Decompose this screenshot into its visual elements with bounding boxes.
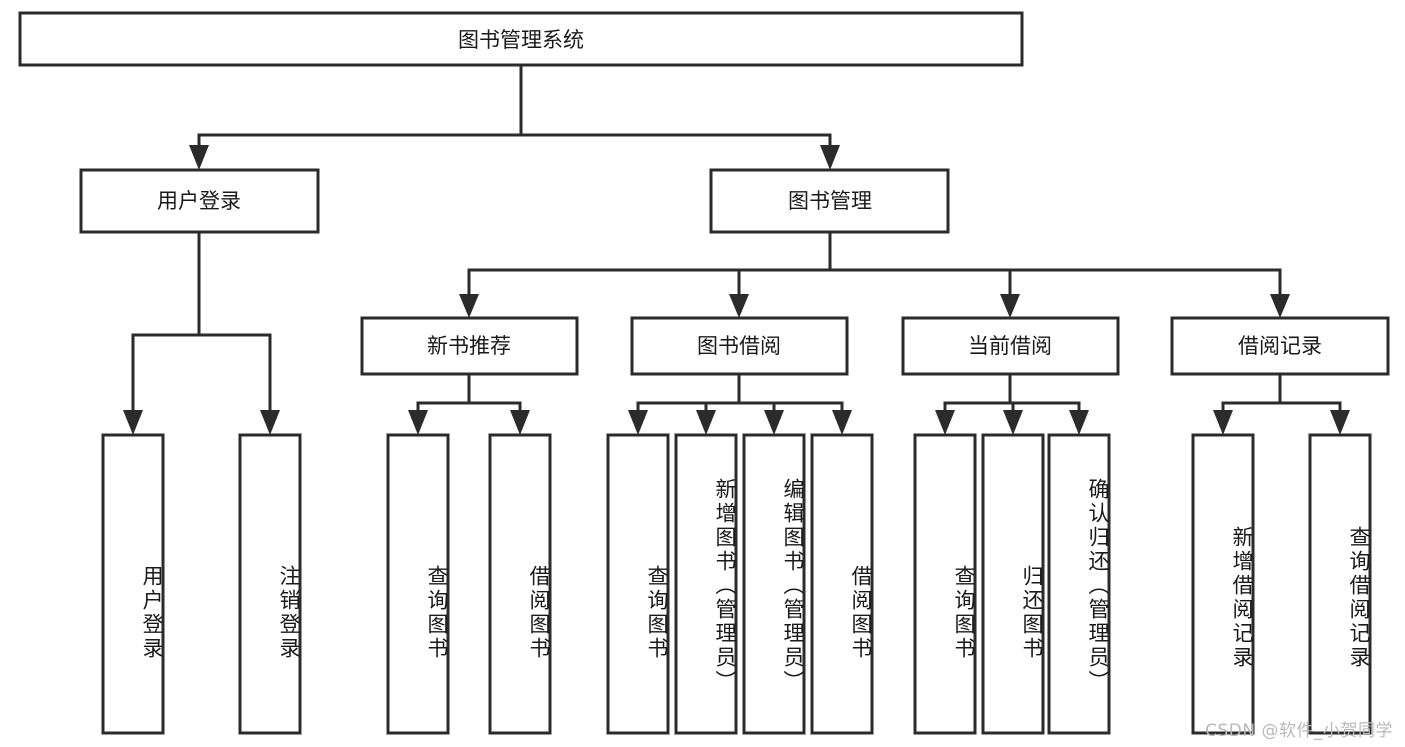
arrow-head-leaf-cb-1	[935, 410, 955, 435]
arrow-head-book-borrow	[729, 294, 749, 318]
leaf-box-cb-2[interactable]	[981, 433, 1045, 735]
arrow-head-leaf-nbr-2	[510, 410, 530, 435]
leaf-box-user-login-1[interactable]	[101, 433, 165, 735]
leaf-boxes-borrow-record	[1191, 433, 1372, 735]
node-new-book-recommend-box[interactable]	[360, 316, 579, 376]
node-current-borrow-box[interactable]	[901, 316, 1120, 376]
arrow-head-leaf-user-login-1	[123, 410, 143, 435]
node-borrow-record-box[interactable]	[1170, 316, 1390, 376]
arrow-head-leaf-bb-1	[628, 410, 648, 435]
leaf-box-bb-4[interactable]	[810, 433, 874, 735]
leaf-boxes-book-borrow	[606, 433, 874, 735]
connector-group-borrow-record	[1213, 372, 1350, 435]
node-new-book-recommend-label: 新书推荐	[427, 334, 511, 358]
node-book-manage[interactable]: 图书管理	[709, 168, 950, 234]
node-user-login-box[interactable]	[79, 168, 320, 234]
arrow-head-borrow-record	[1270, 294, 1290, 318]
arrow-head-user-login	[189, 145, 209, 170]
leaf-box-user-login-2[interactable]	[238, 433, 302, 735]
arrow-head-leaf-nbr-1	[408, 410, 428, 435]
node-book-manage-label: 图书管理	[788, 189, 872, 213]
leaf-boxes-user-login	[101, 433, 302, 735]
node-user-login[interactable]: 用户登录	[79, 168, 320, 234]
leaf-box-cb-3[interactable]	[1047, 433, 1111, 735]
leaf-box-nbr-2[interactable]	[488, 433, 552, 735]
leaf-boxes-new-book-recommend	[386, 433, 552, 735]
leaf-box-bb-3[interactable]	[742, 433, 806, 735]
arrow-head-current-borrow	[1000, 294, 1020, 318]
leaf-box-br-1[interactable]	[1191, 433, 1255, 735]
leaf-box-bb-2[interactable]	[674, 433, 738, 735]
arrow-head-leaf-bb-4	[832, 410, 852, 435]
leaf-box-cb-1[interactable]	[913, 433, 977, 735]
leaf-box-nbr-1[interactable]	[386, 433, 450, 735]
connector-group-new-book-recommend	[408, 372, 530, 435]
arrow-head-leaf-br-1	[1213, 410, 1233, 435]
node-root-label: 图书管理系统	[458, 28, 584, 52]
connector-group-book-manage	[459, 230, 1290, 318]
arrow-head-leaf-bb-2	[696, 410, 716, 435]
node-borrow-record-label: 借阅记录	[1238, 334, 1322, 358]
node-root[interactable]: 图书管理系统	[18, 11, 1024, 67]
node-user-login-label: 用户登录	[157, 189, 241, 213]
node-new-book-recommend[interactable]: 新书推荐	[360, 316, 579, 376]
leaf-box-bb-1[interactable]	[606, 433, 670, 735]
arrow-head-leaf-user-login-2	[260, 410, 280, 435]
connector-group-user-login	[123, 230, 280, 435]
node-book-borrow[interactable]: 图书借阅	[630, 316, 849, 376]
connector-group-root	[189, 63, 840, 170]
connector-group-book-borrow	[628, 372, 852, 435]
arrow-head-leaf-cb-2	[1003, 410, 1023, 435]
node-book-borrow-label: 图书借阅	[697, 334, 781, 358]
node-current-borrow[interactable]: 当前借阅	[901, 316, 1120, 376]
connector-group-current-borrow	[935, 372, 1089, 435]
leaf-box-br-2[interactable]	[1308, 433, 1372, 735]
leaf-boxes-current-borrow	[913, 433, 1111, 735]
node-book-manage-box[interactable]	[709, 168, 950, 234]
arrow-head-leaf-br-2	[1330, 410, 1350, 435]
arrow-head-book-manage	[820, 145, 840, 170]
node-root-box[interactable]	[18, 11, 1024, 67]
arrow-head-new-book-recommend	[459, 294, 479, 318]
node-current-borrow-label: 当前借阅	[968, 334, 1052, 358]
arrow-head-leaf-bb-3	[764, 410, 784, 435]
node-book-borrow-box[interactable]	[630, 316, 849, 376]
arrow-head-leaf-cb-3	[1069, 410, 1089, 435]
node-borrow-record[interactable]: 借阅记录	[1170, 316, 1390, 376]
watermark-text: CSDN @软件_小贺同学	[1205, 721, 1393, 741]
